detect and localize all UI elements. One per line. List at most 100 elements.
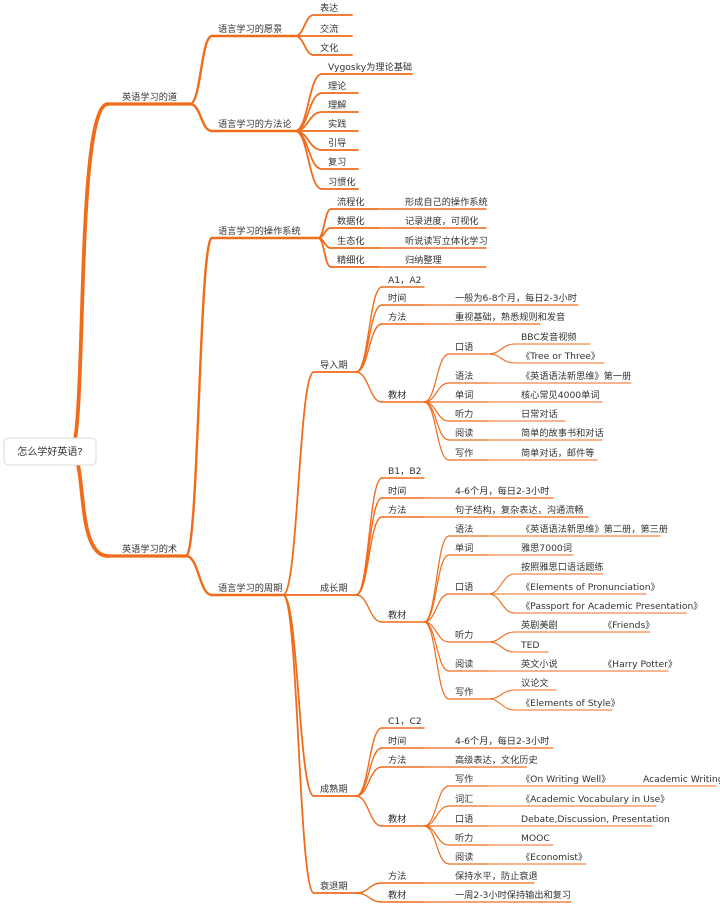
n-m-yd-label[interactable]: 阅读 [455, 851, 473, 863]
n-shengtai-d-label[interactable]: 听说读写立体化学习 [405, 235, 488, 247]
n-s-jc-v-label[interactable]: 一周2-3小时保持输出和复习 [455, 889, 571, 901]
n-d-ff-v-label[interactable]: 重视基础，熟悉规则和发音 [455, 311, 565, 323]
n-c-yd1-label[interactable]: 英文小说 [521, 658, 558, 670]
n-d-dc-v-label[interactable]: 核心常见4000单词 [521, 389, 600, 401]
n-m-yd-v-label[interactable]: 《Economist》 [521, 852, 587, 863]
n-c-xz-label[interactable]: 写作 [455, 686, 473, 698]
n-d-xz-v-label[interactable]: 简单对话，邮件等 [521, 447, 595, 459]
connector-curve [487, 343, 516, 355]
n-s-ff-v-label[interactable]: 保持水平，防止衰退 [455, 870, 538, 882]
n-d-yd-v-label[interactable]: 简单的故事书和对话 [521, 427, 604, 439]
n-c-tl1-label[interactable]: 英剧美剧 [521, 619, 558, 631]
n-m-ch-v-label[interactable]: 《Academic Vocabulary in Use》 [521, 794, 669, 805]
n-shuju-d-label[interactable]: 记录进度，可视化 [405, 215, 479, 227]
n-d-sj-v-label[interactable]: 一般为6-8个月，每日2-3小时 [455, 292, 577, 304]
n-d-xz-label[interactable]: 写作 [455, 447, 473, 459]
n-d-sj-label[interactable]: 时间 [388, 292, 406, 304]
n-d-yd-label[interactable]: 阅读 [455, 427, 473, 439]
n-c-yd-label[interactable]: 阅读 [455, 658, 473, 670]
root-node-box[interactable] [3, 437, 97, 466]
n-wenhua-label[interactable]: 文化 [320, 42, 338, 54]
n-c-sj-v-label[interactable]: 4-6个月，每日2-3小时 [455, 485, 549, 497]
n-caozuo-label[interactable]: 语言学习的操作系统 [218, 225, 301, 237]
n-d-dc-label[interactable]: 单词 [455, 389, 473, 401]
n-shuaitui-label[interactable]: 衰退期 [320, 880, 348, 892]
n-c-tl2-label[interactable]: TED [520, 640, 540, 651]
connector-curve [423, 621, 450, 700]
n-d-yf-v-label[interactable]: 《英语语法新思维》第一册 [521, 370, 631, 382]
n-jingxi-d-label[interactable]: 归纳整理 [405, 254, 442, 266]
n-m-xz-v-label[interactable]: 《On Writing Well》 [521, 774, 610, 785]
n-shijian-label[interactable]: 实践 [328, 118, 346, 130]
n-m-ch-label[interactable]: 词汇 [455, 794, 473, 805]
n-d-ff-label[interactable]: 方法 [388, 311, 406, 323]
n-c-ky-label[interactable]: 口语 [455, 582, 473, 593]
n-m-tl-label[interactable]: 听力 [455, 832, 473, 844]
n-m-xz-v2-label[interactable]: Academic Writing [643, 774, 720, 785]
n-m-xz-label[interactable]: 写作 [455, 773, 473, 785]
n-xiguanhua-label[interactable]: 习惯化 [328, 176, 356, 188]
n-biaoda-label[interactable]: 表达 [320, 2, 338, 14]
n-vygosky-label[interactable]: Vygosky为理论基础 [328, 61, 412, 73]
connector-curve [355, 304, 383, 373]
n-chengzhang-label[interactable]: 成长期 [320, 582, 348, 594]
n-c-xz2-label[interactable]: 《Elements of Style》 [521, 698, 620, 709]
n-yuanjing-label[interactable]: 语言学习的愿景 [218, 23, 282, 35]
n-c-sj-label[interactable]: 时间 [388, 485, 406, 497]
n-s-jc-label[interactable]: 教材 [388, 889, 406, 901]
n-d-tl-v-label[interactable]: 日常对话 [521, 408, 558, 420]
n-c-tl1b-label[interactable]: 《Friends》 [603, 620, 654, 631]
n-zhouqi-label[interactable]: 语言学习的周期 [218, 582, 282, 594]
n-c-ky2-label[interactable]: 《Elements of Pronunciation》 [521, 582, 660, 593]
n-c-ff-v-label[interactable]: 句子结构，复杂表达，沟通流畅 [455, 504, 584, 516]
n-s-ff-label[interactable]: 方法 [388, 870, 406, 882]
n-c-jc-label[interactable]: 教材 [388, 609, 406, 621]
n-c-tl-label[interactable]: 听力 [455, 629, 473, 641]
n-daoru-label[interactable]: 导入期 [320, 360, 348, 371]
n-shuju-label[interactable]: 数据化 [337, 215, 365, 227]
n-m-sj-label[interactable]: 时间 [388, 735, 406, 747]
n-shu-label[interactable]: 英语学习的术 [122, 543, 177, 555]
n-c-ky1-label[interactable]: 按照雅思口语话题练 [521, 561, 604, 573]
n-a-label[interactable]: A1，A2 [388, 275, 421, 286]
n-b-label[interactable]: B1，B2 [388, 466, 421, 477]
n-liucheng-d-label[interactable]: 形成自己的操作系统 [405, 196, 488, 208]
n-m-ky-label[interactable]: 口语 [455, 814, 473, 825]
connector-curve [487, 631, 516, 643]
n-shengtai-label[interactable]: 生态化 [337, 235, 365, 247]
n-jingxi-label[interactable]: 精细化 [337, 254, 365, 266]
n-c12-label[interactable]: C1，C2 [388, 716, 422, 727]
n-yindao-label[interactable]: 引导 [328, 138, 346, 149]
n-c-dc-v-label[interactable]: 雅思7000词 [521, 542, 572, 554]
n-d-ky-label[interactable]: 口语 [455, 342, 473, 353]
n-m-ff-v-label[interactable]: 高级表达，文化历史 [455, 754, 538, 766]
n-d-tl-label[interactable]: 听力 [455, 408, 473, 420]
n-m-sj-v-label[interactable]: 4-6个月，每日2-3小时 [455, 735, 549, 747]
n-d-jc-label[interactable]: 教材 [388, 389, 406, 401]
connector-curve [423, 825, 450, 865]
n-d-ky2-label[interactable]: 《Tree or Three》 [521, 351, 600, 362]
n-m-ff-label[interactable]: 方法 [388, 754, 406, 766]
n-lilun-label[interactable]: 理论 [328, 80, 346, 92]
n-c-dc-label[interactable]: 单词 [455, 542, 473, 554]
connector-curve [355, 727, 383, 797]
n-d-ky1-label[interactable]: BBC发音视频 [521, 331, 577, 343]
n-lijie-label[interactable]: 理解 [328, 99, 346, 111]
n-c-ky3-label[interactable]: 《Passport for Academic Presentation》 [521, 601, 702, 612]
n-d-yf-label[interactable]: 语法 [455, 370, 473, 382]
n-m-ky-v-label[interactable]: Debate,Discussion, Presentation [521, 814, 670, 825]
n-m-jc-label[interactable]: 教材 [388, 813, 406, 825]
n-c-yd1b-label[interactable]: 《Harry Potter》 [603, 659, 677, 670]
n-chengshu-label[interactable]: 成熟期 [320, 783, 348, 795]
n-liucheng-label[interactable]: 流程化 [337, 196, 365, 208]
n-dao-label[interactable]: 英语学习的道 [122, 91, 177, 103]
n-c-xz1-label[interactable]: 议论文 [521, 677, 549, 689]
connector-lines [60, 14, 717, 903]
n-fuxi-label[interactable]: 复习 [328, 156, 346, 168]
n-c-yf-v-label[interactable]: 《英语语法新思维》第二册，第三册 [521, 523, 668, 535]
n-c-yf-label[interactable]: 语法 [455, 523, 473, 535]
n-m-tl-v-label[interactable]: MOOC [521, 833, 550, 844]
n-jiaoliu-label[interactable]: 交流 [320, 23, 338, 35]
n-fangfalun-label[interactable]: 语言学习的方法论 [218, 118, 292, 130]
n-c-ff-label[interactable]: 方法 [388, 504, 406, 516]
